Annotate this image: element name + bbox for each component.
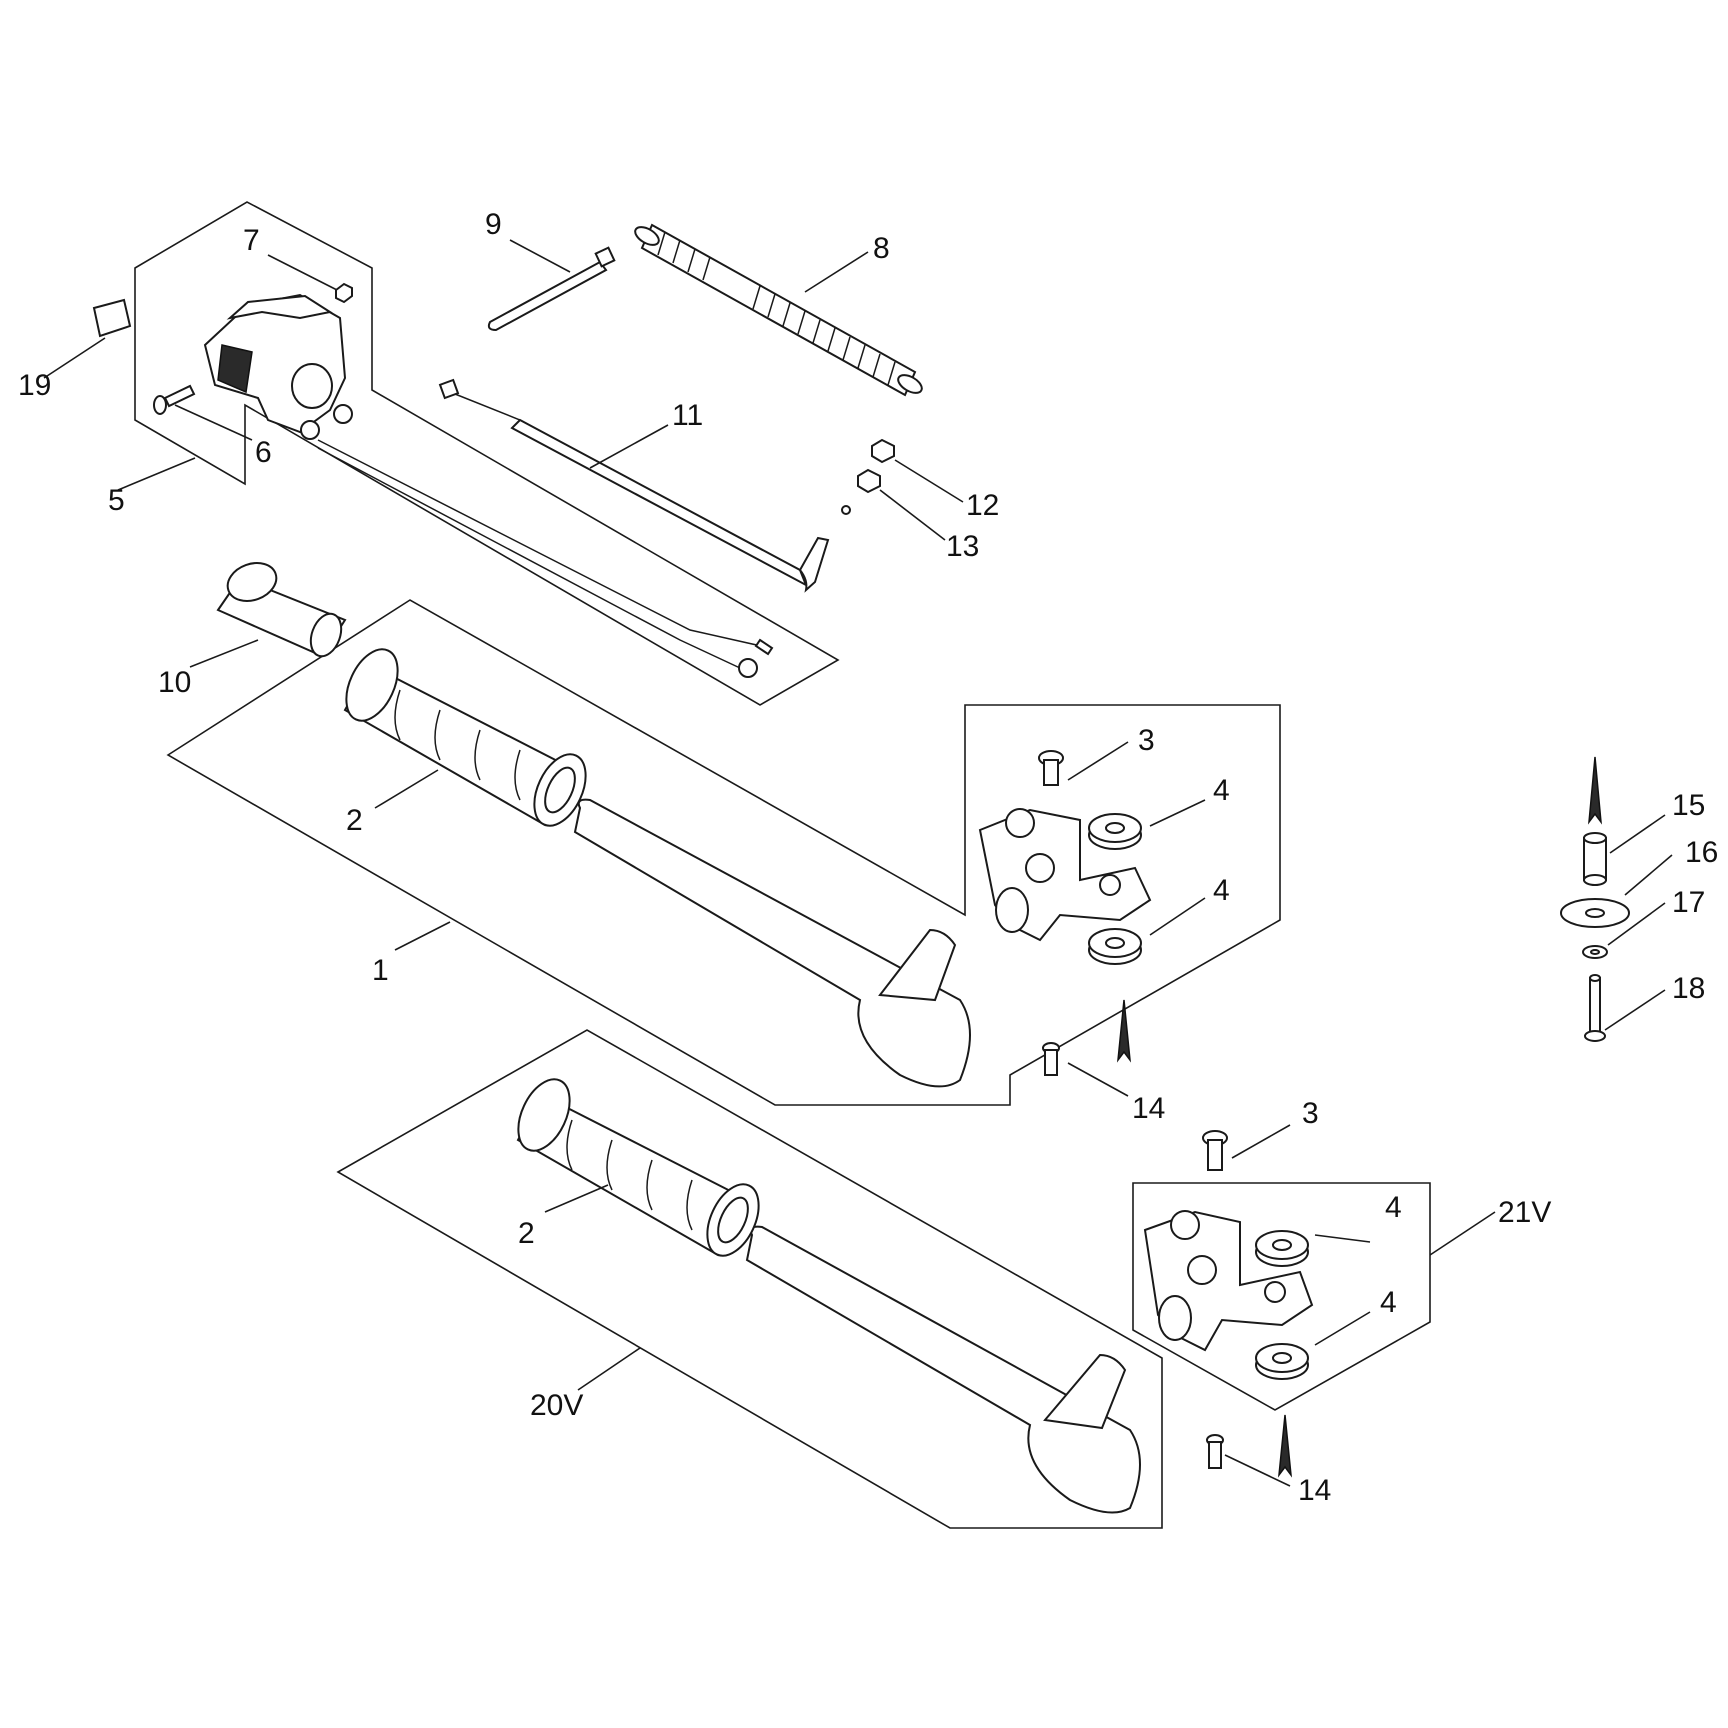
part-14-bolt-upper [1042, 1042, 1060, 1076]
part-8-corrugated-tube [634, 223, 923, 397]
callout-11: 11 [672, 399, 703, 432]
part-3-bolt-upper [1038, 750, 1064, 786]
part-4-washer-upper-b [1088, 928, 1142, 965]
callout-7: 7 [243, 224, 260, 257]
part-3-bolt-lower [1202, 1130, 1228, 1171]
callout-18: 18 [1672, 972, 1705, 1005]
bracket-21v-outline [1132, 1182, 1431, 1411]
callout-8: 8 [873, 232, 890, 265]
callout-21v: 21V [1498, 1196, 1551, 1229]
callout-19: 19 [18, 369, 51, 402]
callout-3-lower: 3 [1302, 1097, 1319, 1130]
part-4-washer-lower-b [1255, 1343, 1309, 1380]
part-12-nut [871, 438, 895, 464]
part-13-nut [857, 468, 881, 494]
wire-ring-terminal [738, 658, 758, 678]
throttle-wires [317, 439, 771, 669]
callout-9: 9 [485, 208, 502, 241]
callout-2-upper: 2 [346, 804, 363, 837]
callout-12: 12 [966, 489, 999, 522]
callout-20v: 20V [530, 1389, 583, 1422]
callout-10: 10 [158, 666, 191, 699]
handle-20v-outline [336, 1029, 1163, 1529]
handle-1-outline [166, 599, 1281, 1106]
callout-1: 1 [372, 954, 389, 987]
part-16-cup-washer [1560, 898, 1630, 928]
assembly-direction-arrow-upper [1116, 999, 1132, 1063]
part-20v-handle-bar [745, 1225, 1141, 1514]
part-15-spacer [1583, 832, 1607, 886]
part-17-small-washer [1582, 945, 1608, 959]
assembly-direction-arrow-lower [1277, 1414, 1293, 1478]
part-19-cap [92, 298, 132, 338]
part-4-washer-lower-a [1255, 1230, 1309, 1267]
callout-13: 13 [946, 530, 979, 563]
part-21v-clamp-bracket [1143, 1210, 1314, 1352]
assembly-direction-arrow-right [1588, 756, 1602, 825]
part-1-handle-bar [573, 798, 971, 1088]
callout-6: 6 [255, 436, 272, 469]
part-14-bolt-lower [1206, 1434, 1224, 1469]
throttle-assembly-outline [134, 201, 840, 706]
part-10-grip-sleeve [216, 562, 347, 658]
part-6-screw [153, 384, 196, 415]
callout-4-upper-b: 4 [1213, 874, 1230, 907]
part-4-washer-upper-a [1088, 813, 1142, 850]
part-18-pin [1584, 974, 1606, 1042]
callout-3-upper: 3 [1138, 724, 1155, 757]
callout-15: 15 [1672, 789, 1705, 822]
callout-14-upper: 14 [1132, 1092, 1165, 1125]
leader-lines [43, 239, 1673, 1487]
part-11-throttle-cable [438, 378, 851, 593]
callout-14-lower: 14 [1298, 1474, 1331, 1507]
callout-4-lower-a: 4 [1385, 1191, 1402, 1224]
callout-5: 5 [108, 484, 125, 517]
part-9-cable-tie [487, 246, 616, 332]
part-2-grip-lower [516, 1078, 760, 1257]
part-7-nut [335, 282, 353, 304]
part-5-throttle-housing [203, 293, 353, 440]
upper-clamp-bracket [978, 808, 1152, 942]
wire-connector [754, 638, 774, 656]
callout-2-lower: 2 [518, 1217, 535, 1250]
part-2-grip-upper [343, 648, 587, 827]
callout-4-lower-b: 4 [1380, 1286, 1397, 1319]
callout-4-upper-a: 4 [1213, 774, 1230, 807]
callout-17: 17 [1672, 886, 1705, 919]
callout-16: 16 [1685, 836, 1718, 869]
